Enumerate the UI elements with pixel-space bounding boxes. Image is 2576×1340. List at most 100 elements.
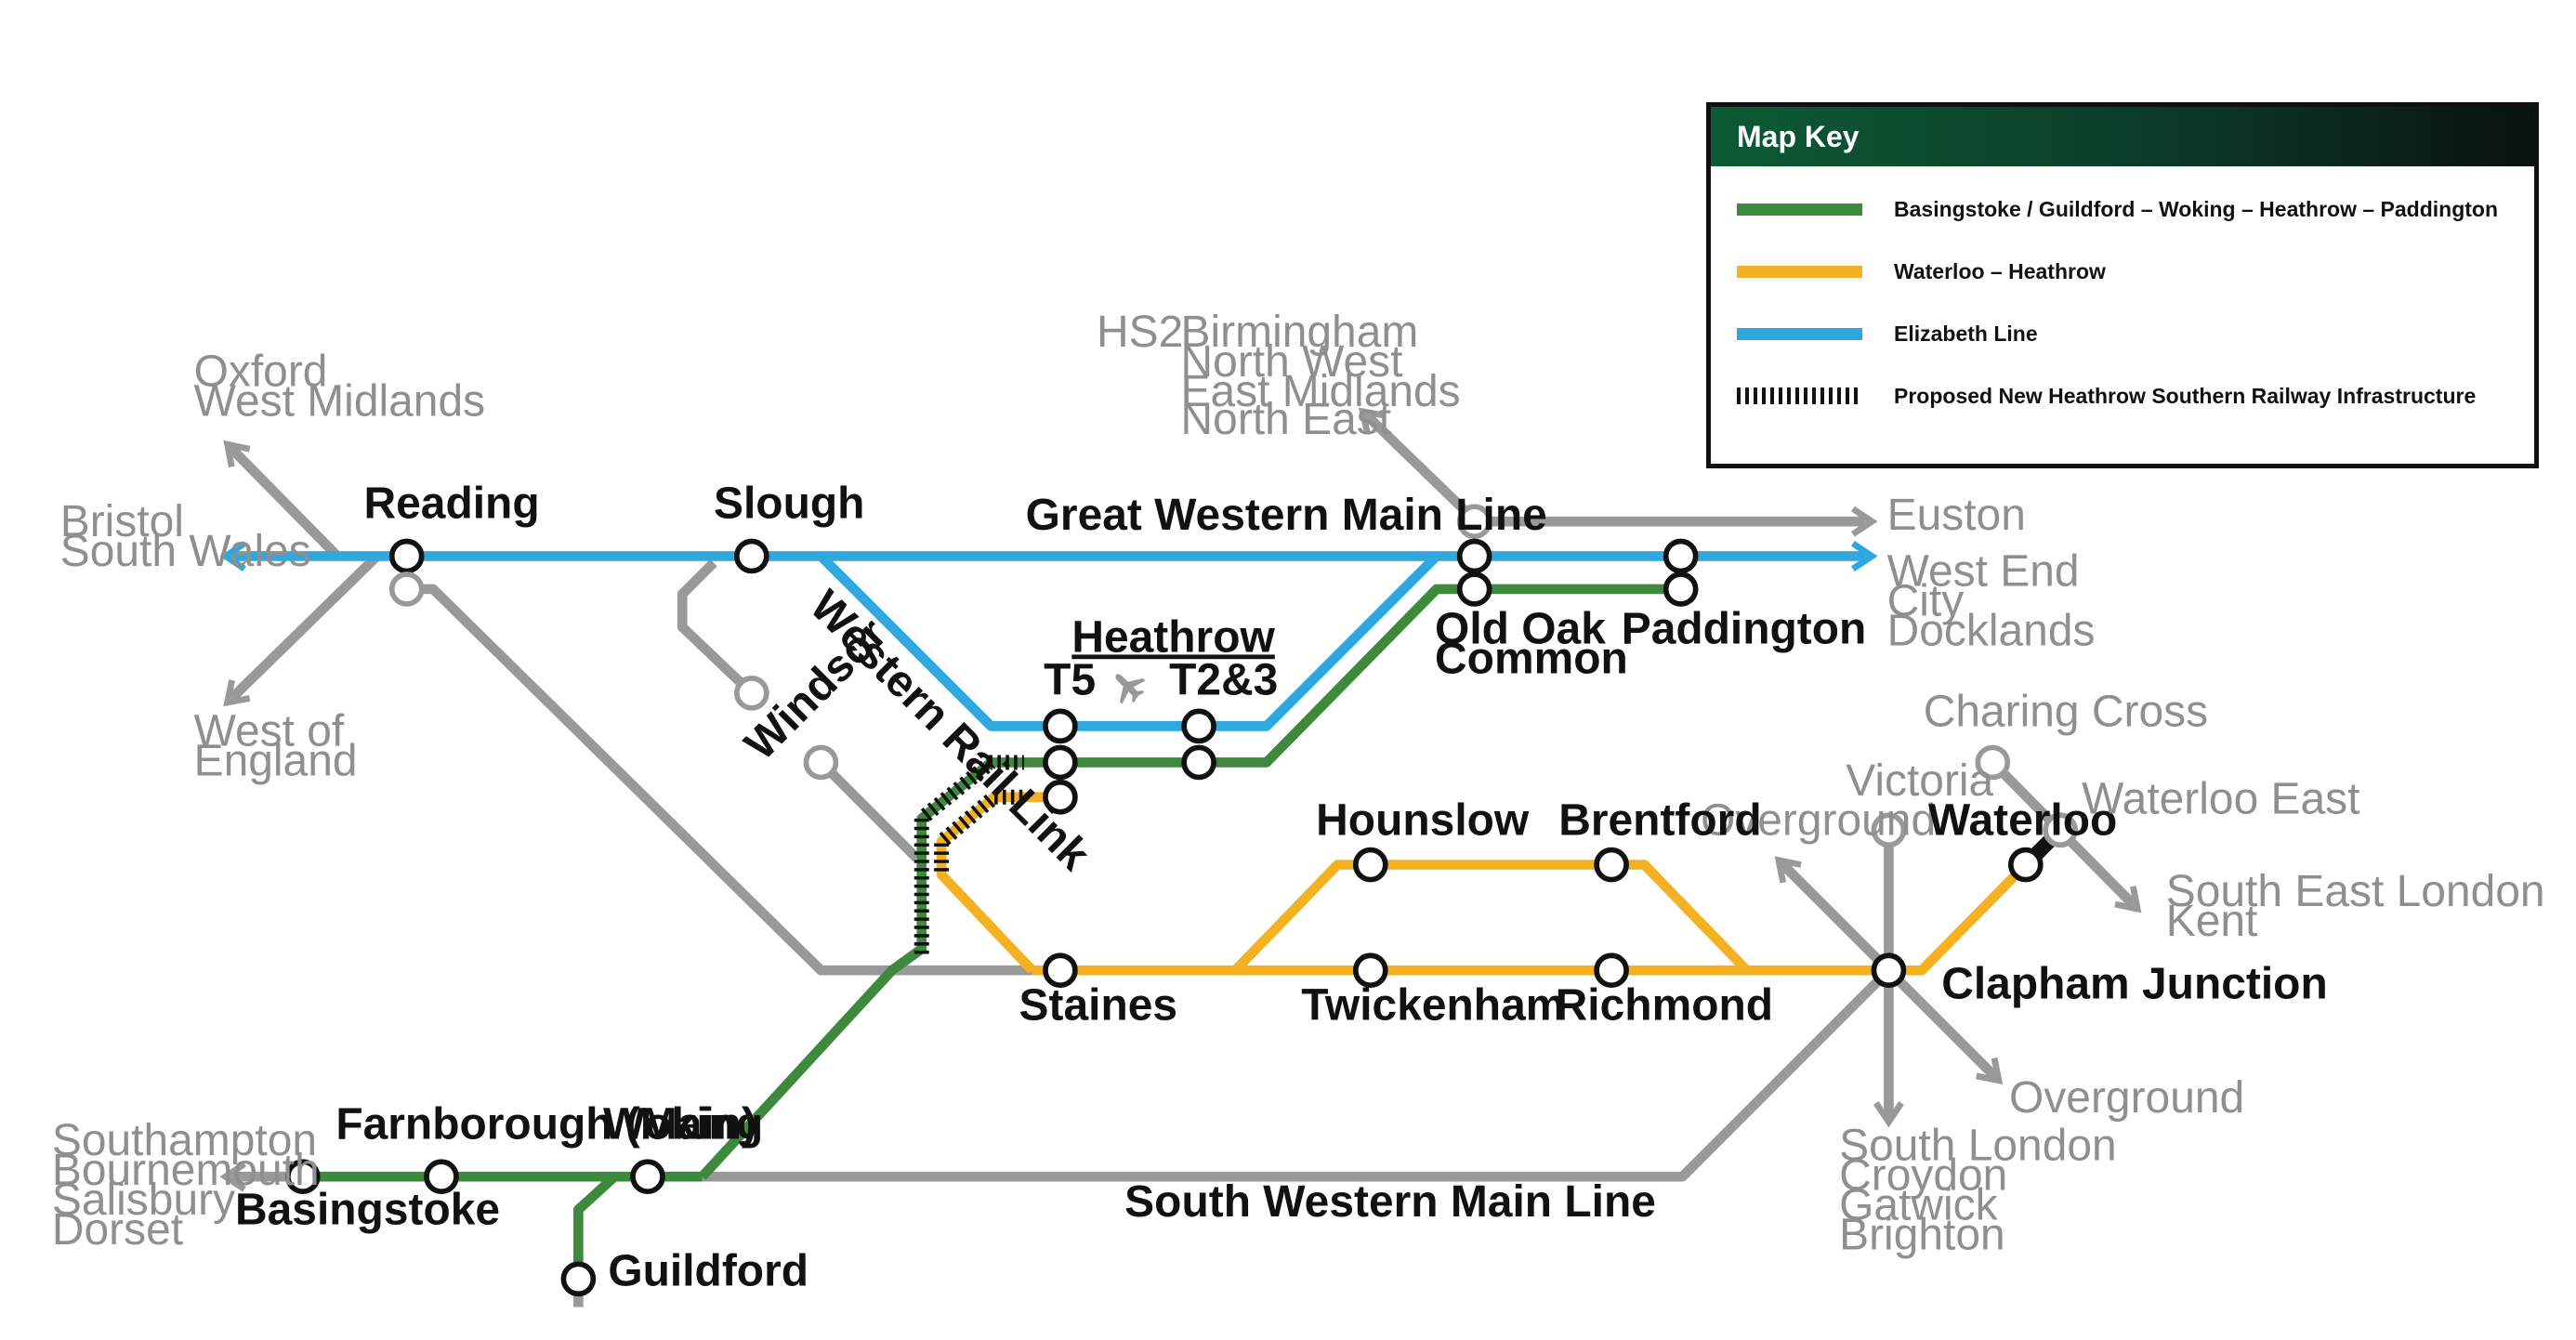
- line-to-overground-n: [1774, 856, 1893, 974]
- label-reading: Reading: [364, 480, 540, 529]
- station-clapham-junction[interactable]: [1871, 952, 1907, 989]
- station-charing-cross[interactable]: [1975, 744, 2011, 781]
- key-label-proposed: Proposed New Heathrow Southern Railway I…: [1894, 383, 2477, 408]
- label-brentford: Brentford: [1558, 796, 1761, 846]
- station-t5-c[interactable]: [1043, 779, 1078, 815]
- label-bristol-2: South Wales: [60, 527, 311, 576]
- label-hs2-dest-3: East Midlands: [1181, 367, 1461, 416]
- line-swml: [669, 966, 1893, 1182]
- label-south-london-2: Croydon: [1839, 1150, 2007, 1200]
- orange-heathrow-staines: [936, 792, 1060, 974]
- label-southampton-2: Bournemouth: [52, 1146, 320, 1195]
- label-bristol-1: Bristol: [60, 497, 184, 546]
- label-south-london-1: South London: [1839, 1121, 2117, 1170]
- line-to-overground-s: [1885, 966, 2004, 1085]
- station-farnborough[interactable]: [424, 1159, 459, 1195]
- label-woking: Woking: [603, 1099, 763, 1149]
- key-item-green: Basingstoke / Guildford – Woking – Heath…: [1737, 195, 2498, 223]
- line-windsor-staines: [817, 758, 921, 862]
- label-southampton-3: Salisbury: [52, 1176, 235, 1225]
- key-label-blue: Elizabeth Line: [1894, 321, 2038, 346]
- station-paddington-b[interactable]: [1663, 571, 1699, 607]
- station-old-oak-b[interactable]: [1456, 571, 1492, 607]
- map-key-title: Map Key: [1711, 107, 2534, 166]
- label-basingstoke: Basingstoke: [235, 1186, 500, 1235]
- line-to-oxford: [223, 440, 341, 560]
- key-swatch-blue: [1737, 327, 1862, 340]
- western-rail-link-blue: [817, 552, 1440, 731]
- key-label-orange: Waterloo – Heathrow: [1894, 258, 2106, 283]
- station-hounslow[interactable]: [1352, 847, 1388, 883]
- label-hs2-dest-2: North West: [1181, 337, 1403, 387]
- label-west-england-2: England: [194, 737, 358, 786]
- station-windsor-a[interactable]: [734, 676, 769, 711]
- label-south-london-4: Brighton: [1839, 1210, 2005, 1259]
- label-overground-n: Overground: [1701, 796, 1936, 846]
- plane-icon: [1115, 674, 1146, 704]
- station-basingstoke[interactable]: [284, 1159, 321, 1195]
- label-overground-s: Overground: [2009, 1073, 2244, 1123]
- label-farnborough: Farnborough (Main): [335, 1099, 756, 1149]
- station-old-oak-a[interactable]: [1456, 538, 1492, 574]
- label-southampton-1: Southampton: [52, 1116, 317, 1165]
- label-hounslow: Hounslow: [1316, 796, 1530, 846]
- station-old-oak-grey[interactable]: [1456, 504, 1492, 539]
- station-slough[interactable]: [734, 538, 769, 574]
- proposed-green-section: [913, 755, 1024, 954]
- station-paddington-a[interactable]: [1663, 538, 1699, 574]
- label-slough: Slough: [714, 480, 864, 529]
- label-oxford-1: Oxford: [194, 348, 328, 397]
- label-twickenham: Twickenham: [1301, 980, 1565, 1030]
- line-to-hs2: [1358, 407, 1479, 524]
- key-swatch-green: [1737, 203, 1862, 216]
- key-swatch-proposed: [1737, 388, 1862, 404]
- label-t23: T2&3: [1169, 656, 1278, 705]
- label-south-east-1: South East London: [2166, 867, 2545, 916]
- station-richmond[interactable]: [1594, 952, 1629, 989]
- station-twickenham[interactable]: [1352, 952, 1388, 989]
- label-oxford-2: West Midlands: [194, 377, 486, 427]
- proposed-infrastructure: [913, 755, 1024, 954]
- green-heathrow-paddington: [1059, 584, 1681, 768]
- line-to-west-of-england: [223, 552, 381, 707]
- line-reading-staines: [406, 584, 1032, 976]
- label-staines: Staines: [1019, 980, 1178, 1030]
- label-west-england-1: West of: [194, 707, 345, 756]
- label-old-oak-1: Old Oak: [1435, 605, 1606, 654]
- label-south-east-2: Kent: [2166, 897, 2258, 946]
- station-waterloo-east[interactable]: [2043, 812, 2078, 848]
- key-item-blue: Elizabeth Line: [1737, 320, 2038, 348]
- station-brentford[interactable]: [1594, 847, 1629, 883]
- label-waterloo: Waterloo: [1928, 796, 2117, 846]
- key-item-orange: Waterloo – Heathrow: [1737, 257, 2106, 285]
- labels: Oxford West Midlands Bristol South Wales…: [52, 308, 2545, 1295]
- label-hs2-dest-1: Birmingham: [1181, 308, 1419, 357]
- station-reading-grey[interactable]: [388, 571, 425, 607]
- label-guildford: Guildford: [608, 1246, 808, 1295]
- label-victoria: Victoria: [1846, 756, 1993, 806]
- station-t5-b[interactable]: [1043, 744, 1078, 781]
- label-old-oak-2: Common: [1435, 635, 1628, 684]
- station-t5-a[interactable]: [1043, 708, 1078, 744]
- label-west-end-2: City: [1887, 576, 1965, 625]
- station-guildford[interactable]: [560, 1261, 597, 1297]
- station-t23-b[interactable]: [1181, 744, 1216, 781]
- label-t5: T5: [1044, 656, 1096, 705]
- station-victoria[interactable]: [1871, 812, 1907, 848]
- station-reading[interactable]: [388, 538, 425, 574]
- label-hs2: HS2: [1097, 308, 1183, 357]
- station-waterloo[interactable]: [2007, 847, 2044, 883]
- label-charing-cross: Charing Cross: [1924, 687, 2208, 736]
- green-guildford-woking: [573, 1173, 619, 1280]
- orange-clapham-waterloo: [1888, 860, 2030, 976]
- station-t23-a[interactable]: [1181, 708, 1216, 744]
- elizabeth-line: [219, 540, 1878, 731]
- orange-hounslow-loop: [1231, 860, 1751, 974]
- station-woking[interactable]: [630, 1159, 665, 1195]
- label-west-end-1: West End: [1887, 546, 2080, 596]
- station-staines[interactable]: [1043, 952, 1078, 989]
- map-key: Map Key Basingstoke / Guildford – Woking…: [1706, 102, 2539, 468]
- station-windsor-b[interactable]: [803, 744, 839, 781]
- key-label-green: Basingstoke / Guildford – Woking – Heath…: [1894, 196, 2499, 221]
